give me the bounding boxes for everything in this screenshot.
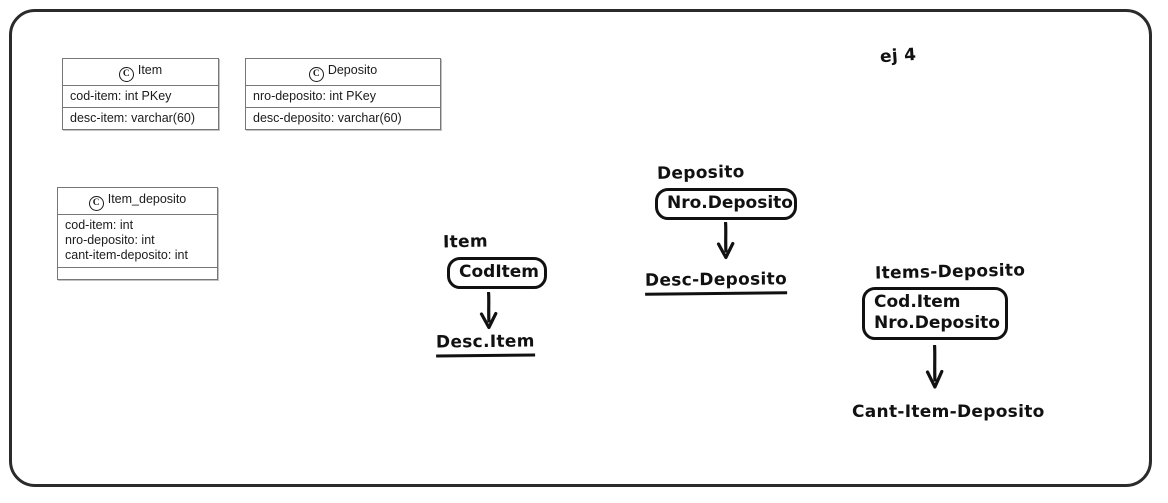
uml-methods-compartment (58, 268, 217, 279)
uml-attribute-row: cod-item: int PKey (63, 86, 218, 108)
fd-item-title: Item (442, 231, 489, 253)
down-arrow-icon (922, 345, 948, 393)
fd-deposito-title: Deposito (656, 162, 745, 184)
class-circle-icon: C (88, 196, 104, 211)
uml-class-title: Item (137, 63, 163, 77)
uml-class-title: Deposito (327, 63, 378, 77)
fd-item-dependent: Desc.Item (435, 331, 535, 358)
uml-class-title: Item_deposito (107, 192, 187, 206)
uml-attribute-row: nro-deposito: int (65, 233, 155, 247)
diagram-frame-border (9, 9, 1152, 487)
down-arrow-icon (476, 292, 502, 332)
fd-items-deposito-determinant-bubble[interactable]: Cod.Item Nro.Deposito (862, 287, 1008, 340)
uml-attribute-row: cod-item: int (65, 218, 134, 232)
uml-attribute-row: cant-item-deposito: int (65, 248, 188, 262)
uml-attribute-row: desc-item: varchar(60) (70, 111, 196, 125)
fd-items-deposito-title: Items-Deposito (874, 260, 1026, 284)
uml-attributes-compartment: cod-item: int nro-deposito: int cant-ite… (58, 215, 217, 268)
down-arrow-icon (713, 222, 739, 262)
fd-item-determinant-bubble[interactable]: CodItem (447, 257, 547, 289)
fd-item-determinant-0: CodItem (459, 262, 540, 282)
fd-items-deposito-dependent: Cant-Item-Deposito (852, 402, 1045, 422)
fd-deposito-determinant-0: Nro.Deposito (667, 193, 793, 213)
class-circle-icon: C (308, 67, 324, 82)
fd-items-deposito-determinant-0: Cod.Item (874, 292, 961, 312)
class-circle-icon: C (118, 67, 134, 82)
fd-items-deposito-determinant-1: Nro.Deposito (874, 313, 1000, 333)
fd-deposito-determinant-bubble[interactable]: Nro.Deposito (655, 188, 797, 220)
fd-deposito-dependent: Desc-Deposito (644, 269, 788, 296)
uml-attribute-row: nro-deposito: int PKey (246, 86, 440, 108)
uml-attribute-row: desc-deposito: varchar(60) (253, 111, 402, 125)
exercise-label: ej 4 (879, 44, 917, 68)
